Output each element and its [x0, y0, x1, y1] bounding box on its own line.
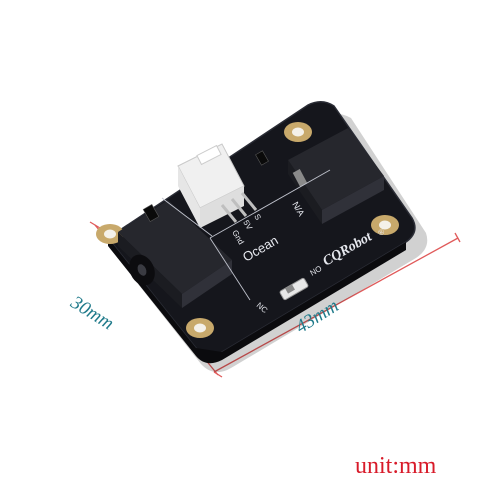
mounting-hole: [186, 318, 214, 338]
input-jack: [118, 200, 232, 308]
mounting-hole: [96, 224, 124, 244]
mounting-hole: [371, 215, 399, 235]
unit-label: unit:mm: [355, 453, 437, 479]
dim-43-line: [213, 237, 459, 373]
silkscreen-lines: [161, 169, 331, 301]
smd-component: [142, 204, 160, 222]
smd-component: [255, 150, 269, 166]
mounting-hole: [284, 122, 312, 142]
pin-label-s: S: [252, 213, 262, 222]
jst-connector: [177, 143, 258, 228]
output-jack: [288, 128, 384, 224]
brand-mark: ®: [377, 227, 387, 238]
mounting-holes: [96, 122, 399, 338]
switch-component: [279, 277, 309, 301]
